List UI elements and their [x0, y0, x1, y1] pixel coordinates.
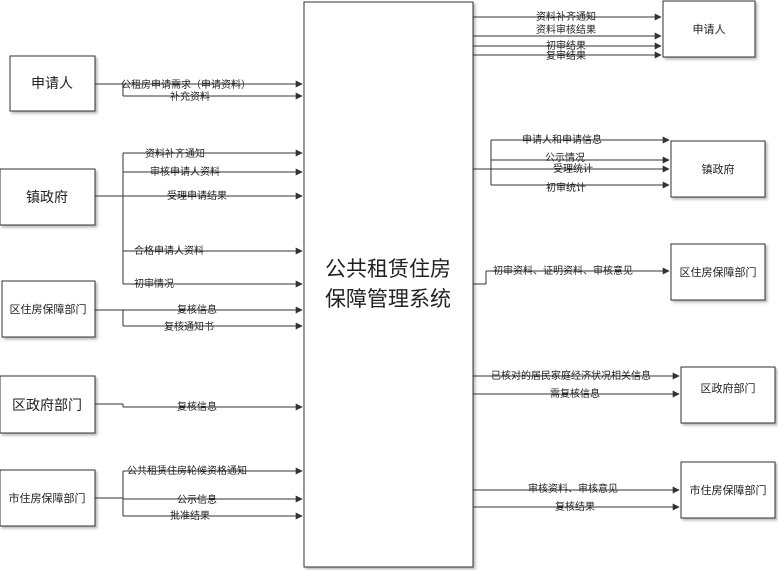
- right-entity-district-gov: 区政府部门: [680, 366, 776, 424]
- left-applicant-label: 申请人: [31, 76, 73, 92]
- flow-label: 补充资料: [170, 90, 210, 103]
- flow-label: 复审结果: [546, 49, 586, 62]
- flow-label: 初审结果: [546, 39, 586, 52]
- left-district-housing-label: 区住房保障部门: [10, 302, 87, 316]
- flow-label: 初审情况: [134, 277, 174, 290]
- flow-label: 受理统计: [553, 162, 593, 175]
- left-entity-district-housing: 区住房保障部门: [1, 280, 96, 338]
- flow-label: 公共租赁住房轮候资格通知: [127, 464, 247, 477]
- left-town-gov-label: 镇政府: [26, 190, 68, 206]
- right-town-gov-label: 镇政府: [702, 162, 735, 176]
- flow-group-right-district-housing: 初审资料、证明资料、审核意见: [473, 264, 670, 285]
- right-city-housing-label: 市住房保障部门: [690, 483, 767, 497]
- flow-label: 复核通知书: [164, 320, 214, 333]
- flow-label: 合格申请人资料: [134, 244, 204, 257]
- flow-group-left-city-housing: 公共租赁住房轮候资格通知 公示信息 批准结果: [95, 464, 303, 522]
- center-title-line2: 保障管理系统: [325, 287, 451, 311]
- flow-group-left-applicant: 公租房申请需求（申请资料） 补充资料: [95, 78, 303, 103]
- right-entity-district-housing: 区住房保障部门: [670, 243, 766, 301]
- flow-label: 初审资料、证明资料、审核意见: [493, 264, 633, 277]
- flow-group-left-district-gov: 复核信息: [95, 400, 303, 413]
- flow-label: 复核信息: [177, 303, 217, 316]
- left-city-housing-label: 市住房保障部门: [9, 491, 86, 505]
- flow-group-right-city-housing: 审核资料、审核意见 复核结果: [473, 482, 680, 513]
- center-title-line1: 公共租赁住房: [325, 257, 451, 281]
- flow-label: 需复核信息: [550, 387, 600, 400]
- flow-group-right-district-gov: 已核对的居民家庭经济状况相关信息 需复核信息: [473, 369, 680, 400]
- flow-label: 资料补齐通知: [145, 147, 205, 160]
- right-entity-city-housing: 市住房保障部门: [680, 461, 776, 519]
- left-entity-district-gov: 区政府部门: [0, 375, 96, 434]
- flow-label: 审核申请人资料: [150, 165, 220, 178]
- right-district-housing-label: 区住房保障部门: [680, 265, 757, 279]
- central-system: 公共租赁住房 保障管理系统: [303, 1, 474, 568]
- right-applicant-label: 申请人: [693, 23, 726, 36]
- left-entity-town-gov: 镇政府: [0, 168, 96, 226]
- flow-label: 申请人和申请信息: [522, 133, 602, 146]
- left-entity-city-housing: 市住房保障部门: [0, 469, 96, 527]
- flow-label: 复核信息: [177, 400, 217, 413]
- flow-label: 受理申请结果: [167, 189, 227, 202]
- flow-group-left-town-gov: 资料补齐通知 审核申请人资料 受理申请结果 合格申请人资料 初审情况: [95, 147, 303, 290]
- flow-label: 初审统计: [546, 181, 586, 194]
- flow-label: 资料审核结果: [536, 23, 596, 36]
- left-entity-applicant: 申请人: [9, 55, 96, 112]
- flow-label: 资料补齐通知: [536, 10, 596, 23]
- flow-label: 复核结果: [555, 500, 595, 513]
- flow-group-right-applicant: 资料补齐通知 资料审核结果 初审结果 复审结果: [473, 10, 662, 62]
- left-district-gov-label: 区政府部门: [12, 398, 82, 414]
- flow-label: 审核资料、审核意见: [528, 482, 618, 495]
- right-entity-town-gov: 镇政府: [670, 140, 766, 198]
- flow-label: 公示情况: [545, 151, 585, 164]
- right-district-gov-label: 区政府部门: [701, 381, 756, 395]
- flow-label: 公示信息: [177, 493, 217, 506]
- flow-label: 已核对的居民家庭经济状况相关信息: [491, 369, 651, 382]
- flow-group-right-town-gov: 申请人和申请信息 公示情况 受理统计 初审统计: [473, 133, 670, 194]
- right-entity-applicant: 申请人: [662, 0, 756, 58]
- flow-group-left-district-housing: 复核信息 复核通知书: [95, 303, 303, 333]
- flow-label: 批准结果: [170, 509, 210, 522]
- flow-label: 公租房申请需求（申请资料）: [121, 78, 251, 91]
